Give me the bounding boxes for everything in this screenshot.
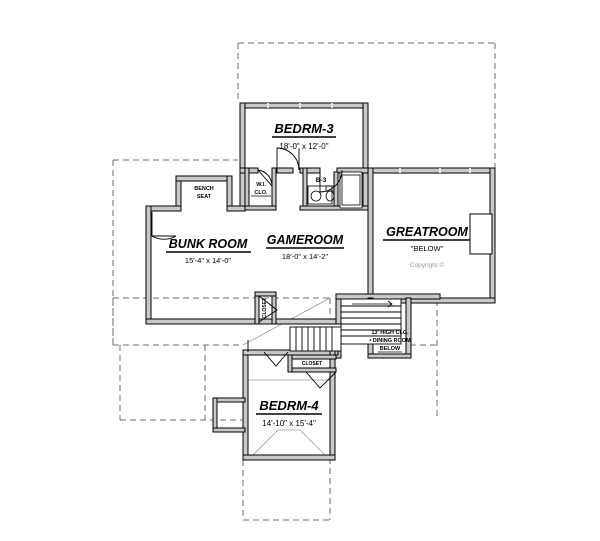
greatroom-below-note: "BELOW" xyxy=(411,244,444,253)
wall-group xyxy=(145,102,496,461)
door-swing-group xyxy=(151,147,343,389)
copyright-notice: Copyright © xyxy=(410,261,445,269)
gameroom-name: GAMEROOM xyxy=(267,233,344,247)
gameroom-dimensions: 18'-0" x 14'-2" xyxy=(282,252,328,261)
wi-closet-line2: CLO. xyxy=(254,190,268,196)
bedrm4-name: BEDRM-4 xyxy=(259,398,319,413)
ceiling-note-line1: 13' HIGH CLG. xyxy=(371,330,409,336)
ceiling-note-line2: • DINING ROOM xyxy=(369,338,411,344)
closet-horizontal-label: CLOSET xyxy=(302,361,322,367)
closet-vertical-label: CLOSET xyxy=(262,298,268,318)
greatroom-name: GREATROOM xyxy=(386,225,468,239)
label-bath3: B-3 xyxy=(316,177,327,184)
dashed-outline-group xyxy=(112,42,496,521)
room-label-bunkroom: BUNK ROOM 15'-4" x 14'-0" xyxy=(166,237,251,265)
bench-seat-line2: SEAT xyxy=(197,194,212,200)
room-label-greatroom: GREATROOM "BELOW" Copyright © xyxy=(383,225,470,269)
bunkroom-name: BUNK ROOM xyxy=(169,237,248,251)
window-marks xyxy=(267,103,471,173)
label-closet-horizontal: CLOSET xyxy=(302,361,322,367)
bath3-label: B-3 xyxy=(316,177,327,184)
stair-treads xyxy=(289,298,402,352)
bedrm3-name: BEDRM-3 xyxy=(274,121,334,136)
bunkroom-dimensions: 15'-4" x 14'-0" xyxy=(185,256,231,265)
label-closet-vertical: CLOSET xyxy=(262,298,268,318)
room-label-bedrm3: BEDRM-3 18'-0" x 12'-0" xyxy=(272,121,336,151)
room-label-bedrm4: BEDRM-4 14'-10" x 15'-4" xyxy=(256,398,322,428)
wi-closet-line1: W.I. xyxy=(256,182,266,188)
ceiling-note-line3: BELOW xyxy=(380,346,401,352)
room-label-gameroom: GAMEROOM 18'-0" x 14'-2" xyxy=(266,233,344,261)
bedrm3-dimensions: 18'-0" x 12'-0" xyxy=(279,142,328,151)
label-bench-seat: BENCH SEAT xyxy=(194,186,214,200)
note-dining-room-below: 13' HIGH CLG. • DINING ROOM BELOW xyxy=(369,330,411,353)
bedrm4-dimensions: 14'-10" x 15'-4" xyxy=(262,419,316,428)
label-walk-in-closet: W.I. CLO. xyxy=(251,182,271,197)
bench-seat-line1: BENCH xyxy=(194,186,214,192)
